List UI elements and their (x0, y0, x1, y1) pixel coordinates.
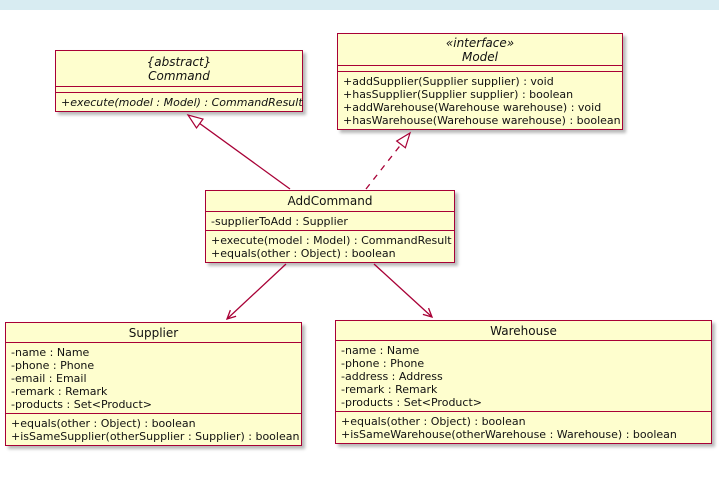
relation-addcommand-to-warehouse (373, 263, 434, 318)
method: +equals(other : Object) : boolean (341, 415, 526, 428)
class-supplier-name: Supplier (128, 325, 179, 340)
method: +isSameWarehouse(otherWarehouse : Wareho… (341, 428, 677, 441)
class-model-name: Model (461, 49, 499, 64)
class-command: {abstract} Command +execute(model : Mode… (55, 50, 303, 112)
method: +execute(model : Model) : CommandResult (211, 234, 452, 247)
class-warehouse-methods: +equals(other : Object) : boolean +isSam… (336, 411, 711, 443)
class-model: «interface» Model +addSupplier(Supplier … (337, 33, 623, 130)
class-addcommand-name: AddCommand (287, 194, 373, 208)
class-addcommand: AddCommand -supplierToAdd : Supplier +ex… (205, 190, 455, 263)
attribute: -address : Address (341, 370, 443, 383)
class-supplier-title: Supplier (6, 323, 301, 342)
class-command-methods: +execute(model : Model) : CommandResult (56, 92, 303, 111)
relation-addcommand-implements-model (365, 131, 412, 190)
method: +execute(model : Model) : CommandResult (61, 96, 303, 109)
top-highlight-strip (0, 0, 719, 10)
attribute: -remark : Remark (341, 383, 438, 396)
class-command-name: Command (148, 68, 210, 83)
method: +addWarehouse(Warehouse warehouse) : voi… (343, 101, 602, 114)
method: +isSameSupplier(otherSupplier : Supplier… (11, 430, 300, 443)
class-model-methods: +addSupplier(Supplier supplier) : void +… (338, 71, 622, 129)
relation-addcommand-to-supplier (225, 263, 287, 321)
attribute: -phone : Phone (11, 359, 95, 372)
class-model-title: «interface» Model (338, 34, 622, 65)
class-addcommand-title: AddCommand (206, 191, 454, 211)
attribute: -email : Email (11, 372, 87, 385)
method: +equals(other : Object) : boolean (11, 417, 196, 430)
class-command-title: {abstract} Command (56, 51, 302, 86)
class-model-stereotype: «interface» (445, 35, 515, 50)
attribute: -name : Name (341, 344, 420, 357)
class-model-attributes (338, 65, 622, 71)
attribute: -phone : Phone (341, 357, 425, 370)
class-warehouse-title: Warehouse (336, 321, 711, 340)
attribute: -products : Set<Product> (341, 396, 482, 409)
class-warehouse-name: Warehouse (490, 323, 557, 338)
attribute: -name : Name (11, 346, 90, 359)
method: +equals(other : Object) : boolean (211, 247, 396, 260)
method: +addSupplier(Supplier supplier) : void (343, 75, 554, 88)
attribute: -remark : Remark (11, 385, 108, 398)
class-supplier-methods: +equals(other : Object) : boolean +isSam… (6, 413, 301, 445)
method: +hasSupplier(Supplier supplier) : boolea… (343, 88, 574, 101)
class-warehouse-attributes: -name : Name -phone : Phone -address : A… (336, 340, 711, 411)
method: +hasWarehouse(Warehouse warehouse) : boo… (343, 114, 621, 127)
relation-addcommand-extends-command (186, 114, 291, 190)
class-addcommand-attributes: -supplierToAdd : Supplier (206, 211, 454, 230)
class-addcommand-methods: +execute(model : Model) : CommandResult … (206, 230, 454, 262)
class-supplier: Supplier -name : Name -phone : Phone -em… (5, 322, 302, 446)
attribute: -supplierToAdd : Supplier (211, 215, 348, 228)
class-supplier-attributes: -name : Name -phone : Phone -email : Ema… (6, 342, 301, 413)
class-command-attributes (56, 86, 302, 92)
attribute: -products : Set<Product> (11, 398, 152, 411)
class-warehouse: Warehouse -name : Name -phone : Phone -a… (335, 320, 712, 444)
class-command-stereotype: {abstract} (146, 54, 212, 69)
